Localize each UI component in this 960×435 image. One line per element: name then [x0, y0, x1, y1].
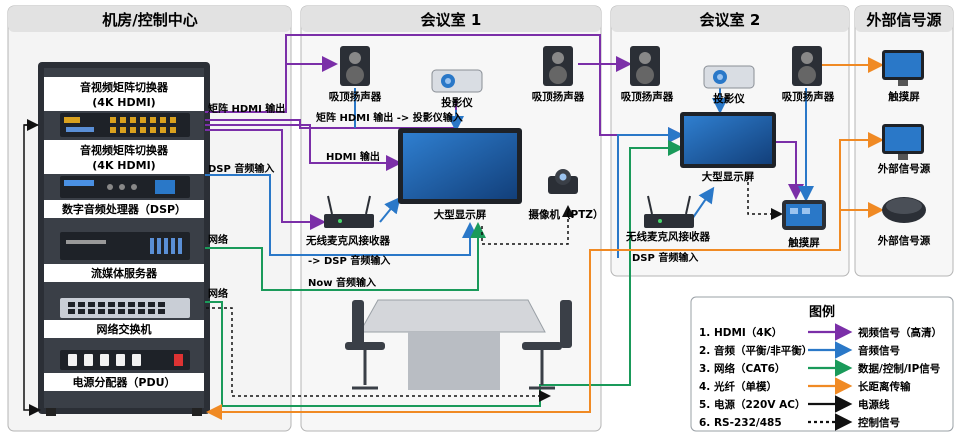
room1-camera-label: 摄像机（PTZ） [529, 208, 604, 221]
label-network-2: 网络 [208, 287, 228, 300]
label-dsp-in: DSP 音频输入 [208, 162, 274, 175]
room2-speaker-right-label: 吸顶扬声器 [782, 90, 835, 103]
dsp-unit [60, 176, 190, 198]
hdmi-line-to-display1 [205, 124, 402, 171]
zone-room2-title: 会议室 2 [700, 11, 761, 29]
wireless-mic-receiver-2 [644, 195, 694, 228]
external-touch-screen [882, 50, 924, 86]
ceiling-speaker-1-left [340, 46, 370, 86]
audio-line-display1 [205, 174, 478, 256]
hdmi-line-room2-display [776, 141, 804, 200]
rack-matrix2-sub: (4K HDMI) [92, 159, 155, 172]
power-loop [23, 119, 41, 416]
legend-item-label: 5. 电源（220V AC） [699, 398, 805, 411]
legend-item-meaning: 长距离传输 [858, 380, 911, 393]
matrix-switcher-1 [60, 113, 190, 137]
rack-dsp-label: 数字音频处理器（DSP） [62, 202, 186, 216]
room1-speaker-right-label: 吸顶扬声器 [532, 90, 585, 103]
legend-item-label: 1. HDMI（4K） [699, 326, 782, 339]
touch-panel-room2 [782, 200, 826, 230]
room2-display-label: 大型显示屏 [702, 170, 755, 183]
zone-control-title: 机房/控制中心 [102, 11, 197, 29]
label-matrix-hdmi-out: 矩阵 HDMI 输出 [208, 102, 285, 115]
room2-touch-label: 触摸屏 [787, 236, 820, 249]
room2-mic-label: 无线麦克风接收器 [625, 230, 710, 243]
network-switch [60, 298, 190, 318]
projector-1 [431, 69, 483, 93]
legend-item-label: 4. 光纤（单模） [699, 380, 777, 393]
room1-projector-label: 投影仪 [441, 96, 473, 109]
ceiling-speaker-1-right [543, 46, 573, 86]
control-line-room2 [747, 176, 783, 220]
ceiling-speaker-2-right [792, 46, 822, 86]
legend-item-meaning: 数据/控制/IP信号 [857, 362, 940, 375]
label-matrix-to-projector: 矩阵 HDMI 输出 -> 投影仪输入 [316, 111, 463, 124]
rack-matrix1-label: 音视频矩阵切换器 [80, 80, 169, 94]
pdu-unit [60, 350, 190, 370]
room2-speaker-left-label: 吸顶扬声器 [621, 90, 674, 103]
legend-item-label: 6. RS-232/485 [699, 417, 782, 429]
conference-table [345, 299, 572, 390]
fiber-line-return [206, 210, 841, 420]
legend-title: 图例 [809, 304, 835, 320]
audio-line-mic1 [379, 196, 401, 223]
fiber-line-source1 [839, 132, 884, 210]
ceiling-speaker-2-left [630, 46, 660, 86]
control-line-rack [206, 307, 551, 402]
legend-item-meaning: 视频信号（高清） [858, 326, 942, 339]
legend: 图例 1. HDMI（4K） 视频信号（高清） 2. 音频（平衡/非平衡） 音频信号 3… [690, 296, 954, 432]
room2-projector-label: 投影仪 [713, 92, 745, 105]
label-hdmi-out: HDMI 输出 [326, 150, 380, 163]
zone-room1-title: 会议室 1 [421, 11, 482, 29]
external-source-monitor [882, 124, 924, 160]
audio-line-room2 [617, 127, 684, 258]
zone-external-title: 外部信号源 [865, 11, 941, 29]
label-network-1: 网络 [208, 233, 228, 246]
legend-item-meaning: 音频信号 [858, 344, 900, 357]
control-line-camera [481, 205, 574, 245]
external-source1-label: 外部信号源 [877, 162, 931, 175]
projector-2 [703, 65, 755, 89]
room1-display-label: 大型显示屏 [434, 208, 487, 221]
label-room2-dsp-in: DSP 音频输入 [632, 251, 698, 264]
label-to-dsp-in: -> DSP 音频输入 [308, 254, 390, 267]
hdmi-line-to-mic1 [205, 129, 326, 230]
network-line-1 [205, 222, 486, 291]
hdmi-line-matrix-top [205, 34, 684, 143]
room1-speaker-left-label: 吸顶扬声器 [329, 90, 382, 103]
equipment-rack: 音视频矩阵切换器 (4K HDMI) 音视频矩阵切换器 (4K HDMI) 数字… [38, 62, 210, 416]
rack-switch-label: 网络交换机 [97, 322, 152, 336]
rack-matrix1-sub: (4K HDMI) [92, 96, 155, 109]
external-source-device [882, 197, 926, 223]
legend-item-label: 2. 音频（平衡/非平衡） [699, 344, 812, 357]
wireless-mic-receiver-1 [324, 195, 374, 228]
rack-streaming-label: 流媒体服务器 [91, 266, 158, 280]
external-touch-label: 触摸屏 [887, 90, 920, 103]
external-source2-label: 外部信号源 [877, 234, 931, 247]
rack-matrix2-label: 音视频矩阵切换器 [80, 143, 169, 157]
large-display-1 [398, 128, 522, 204]
label-now-audio-in: Now 音频输入 [308, 276, 376, 289]
rack-pdu-label: 电源分配器（PDU） [72, 375, 175, 389]
large-display-2 [680, 112, 776, 168]
streaming-server [60, 232, 190, 260]
ptz-camera [548, 169, 578, 194]
legend-item-meaning: 电源线 [858, 398, 890, 411]
room1-mic-label: 无线麦克风接收器 [305, 234, 390, 247]
legend-item-meaning: 控制信号 [858, 416, 900, 429]
legend-item-label: 3. 网络（CAT6） [699, 362, 785, 375]
